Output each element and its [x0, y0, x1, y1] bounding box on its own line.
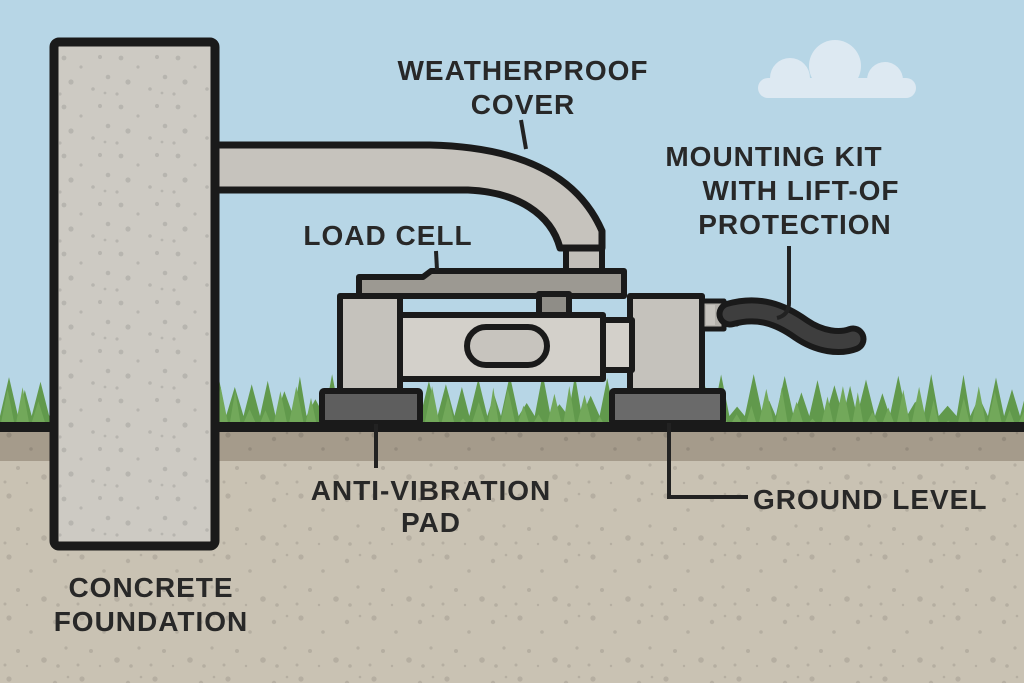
grass-front-layer	[0, 386, 1024, 428]
leader-weatherproof-cover	[519, 119, 528, 150]
cable-connector-highlight	[706, 305, 715, 325]
mounting-leg-left	[337, 293, 403, 397]
label-concrete-foundation-line1: CONCRETE	[68, 572, 233, 603]
cloud-icon	[758, 40, 916, 98]
label-ground-level: GROUND LEVEL	[753, 484, 987, 515]
label-concrete-foundation-line2: FOUNDATION	[54, 606, 249, 637]
ground-line	[0, 422, 1024, 432]
label-mounting-kit-line1: MOUNTING KIT	[665, 141, 882, 172]
weatherproof-cover-shape	[196, 141, 606, 252]
concrete-foundation-pillar	[49, 37, 220, 551]
label-load-cell: LOAD CELL	[303, 220, 472, 251]
label-anti-vibration-pad-line1: ANTI-VIBRATION	[311, 475, 552, 506]
mounting-kit-cable	[716, 297, 867, 355]
label-weatherproof-cover-line2: COVER	[471, 89, 576, 120]
mounting-top-plate	[356, 268, 627, 299]
label-mounting-kit-line3: PROTECTION	[698, 209, 892, 240]
leader-mounting-kit	[776, 246, 791, 320]
anti-vibration-pad-left	[319, 388, 423, 426]
leader-load-cell	[434, 250, 439, 271]
load-cell-slot	[464, 324, 550, 368]
label-weatherproof-cover-line1: WEATHERPROOF	[397, 55, 648, 86]
anti-vibration-pad-right	[609, 388, 726, 426]
leader-ground-level	[667, 423, 748, 499]
label-anti-vibration-pad-line2: PAD	[401, 507, 461, 538]
label-mounting-kit-line2: WITH LIFT-OF	[702, 175, 899, 206]
mounting-leg-right	[627, 293, 705, 397]
